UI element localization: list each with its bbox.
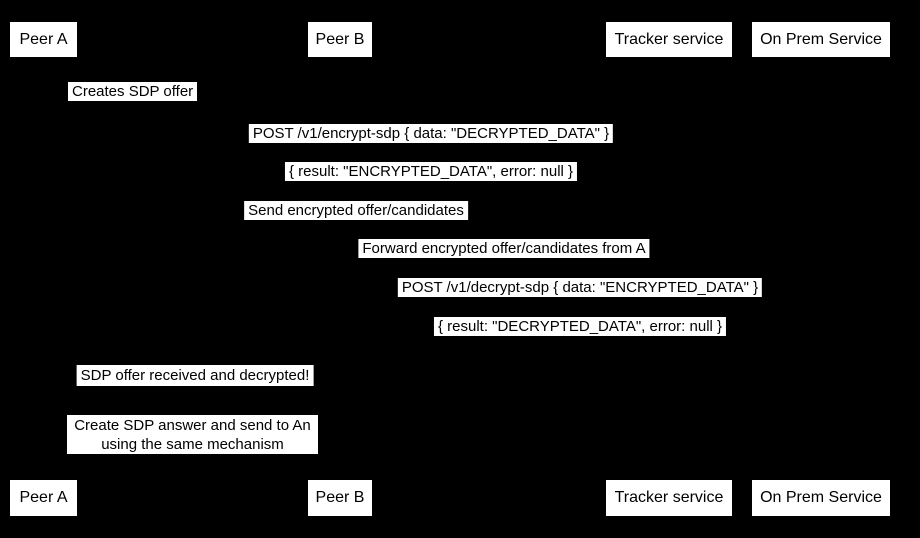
note-create-sdp-answer: Create SDP answer and send to An using t… — [67, 415, 318, 454]
participant-label: Peer A — [19, 489, 68, 506]
message-forward-encrypted-offer: Forward encrypted offer/candidates from … — [358, 239, 650, 258]
message-send-encrypted-offer: Send encrypted offer/candidates — [244, 201, 468, 220]
participant-box-peer-b-bottom: Peer B — [308, 480, 372, 516]
participant-label: On Prem Service — [760, 30, 882, 48]
message-decrypt-result: { result: "DECRYPTED_DATA", error: null … — [433, 317, 727, 336]
participant-box-peer-b-top: Peer B — [308, 22, 372, 57]
participant-label: Peer B — [315, 489, 365, 506]
participant-label: Tracker service — [614, 489, 724, 506]
participant-label: Peer A — [19, 30, 68, 48]
message-post-encrypt-sdp: POST /v1/encrypt-sdp { data: "DECRYPTED_… — [248, 124, 614, 143]
participant-box-peer-a-top: Peer A — [10, 22, 77, 57]
participant-box-tracker-service-top: Tracker service — [606, 22, 732, 57]
message-sdp-offer-received: SDP offer received and decrypted! — [76, 365, 314, 386]
message-creates-sdp-offer: Creates SDP offer — [68, 82, 198, 101]
participant-box-peer-a-bottom: Peer A — [10, 480, 77, 516]
participant-box-on-prem-service-top: On Prem Service — [752, 22, 890, 57]
note-line-1: Create SDP answer and send to An — [74, 416, 311, 434]
participant-label: Peer B — [315, 30, 365, 48]
participant-box-on-prem-service-bottom: On Prem Service — [752, 480, 890, 516]
participant-label: On Prem Service — [760, 489, 882, 506]
message-encrypt-result: { result: "ENCRYPTED_DATA", error: null … — [284, 162, 578, 181]
message-post-decrypt-sdp: POST /v1/decrypt-sdp { data: "ENCRYPTED_… — [397, 278, 763, 297]
participant-box-tracker-service-bottom: Tracker service — [606, 480, 732, 516]
participant-label: Tracker service — [614, 30, 724, 48]
note-line-2: using the same mechanism — [101, 435, 284, 453]
